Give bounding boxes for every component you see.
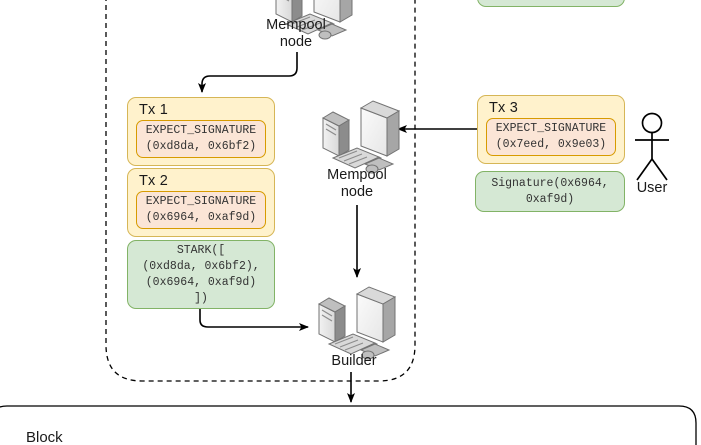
- stark-proof-box: STARK([ (0xd8da, 0x6bf2), (0x6964, 0xaf9…: [127, 240, 275, 309]
- tx3-title: Tx 3: [489, 100, 518, 116]
- tx1-payload-line2: (0xd8da, 0x6bf2): [145, 140, 257, 153]
- arrow-stark-to-builder: [199, 309, 309, 331]
- arrow-mempool-to-tx1: [198, 52, 298, 93]
- builder-node-label: Builder: [331, 353, 377, 369]
- tx3-payload-box: EXPECT_SIGNATURE (0x7eed, 0x9e03): [486, 118, 616, 156]
- tx2-payload-line1: EXPECT_SIGNATURE: [145, 195, 257, 208]
- tx1-payload-line1: EXPECT_SIGNATURE: [145, 124, 257, 137]
- computer-icon-mempool-mid: [321, 100, 401, 174]
- stark-line2: (0xd8da, 0x6bf2),: [142, 259, 260, 273]
- block-label: Block: [26, 429, 63, 445]
- tx3-payload-line2: (0x7eed, 0x9e03): [495, 138, 607, 151]
- tx2-payload-line2: (0x6964, 0xaf9d): [145, 211, 257, 224]
- tx1-payload-box: EXPECT_SIGNATURE (0xd8da, 0x6bf2): [136, 120, 266, 158]
- mempool-node-top-label: Mempool node: [266, 17, 326, 50]
- stark-line4: ]): [194, 291, 208, 305]
- stark-line3: (0x6964, 0xaf9d): [145, 275, 257, 289]
- signature-line2: 0xaf9d): [525, 192, 575, 206]
- block-container-boundary: [0, 405, 697, 445]
- tx2-title: Tx 2: [139, 173, 168, 189]
- tx2-payload-box: EXPECT_SIGNATURE (0x6964, 0xaf9d): [136, 191, 266, 229]
- computer-icon-builder: [317, 286, 397, 360]
- tx1-title: Tx 1: [139, 102, 168, 118]
- stark-line1: STARK([: [176, 243, 226, 257]
- stick-figure-icon-user: [635, 112, 669, 181]
- proof-box-top-partial: [477, 0, 625, 7]
- signature-line1: Signature(0x6964,: [491, 176, 609, 190]
- user-actor-label: User: [636, 180, 668, 196]
- tx3-payload-line1: EXPECT_SIGNATURE: [495, 122, 607, 135]
- mempool-node-mid-label: Mempool node: [327, 167, 387, 200]
- signature-box: Signature(0x6964, 0xaf9d): [475, 171, 625, 212]
